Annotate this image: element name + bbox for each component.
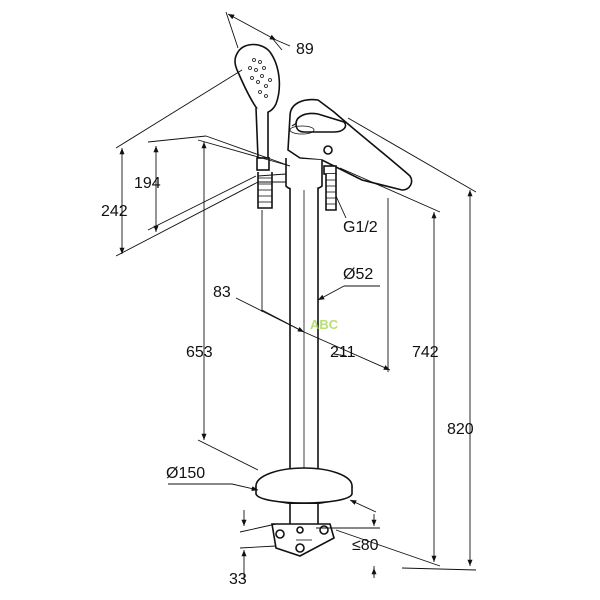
column: [289, 188, 319, 491]
dim-83-211: [235, 198, 391, 372]
dim-653: [197, 139, 291, 471]
hand-shower: [234, 43, 281, 209]
dim-820: [347, 117, 477, 571]
dim-89: [225, 11, 291, 51]
thread-label: G1/2: [343, 219, 378, 236]
shower-head-nozzles: [248, 58, 272, 98]
dim-52-label: Ø52: [343, 266, 373, 283]
dim-742-label: 742: [412, 344, 439, 361]
watermark: ABC: [310, 317, 339, 332]
dim-80: [316, 514, 380, 578]
dim-89-label: 89: [296, 41, 314, 58]
dim-83-label: 83: [213, 284, 231, 301]
mixer-body: [257, 98, 413, 211]
dim-242-label: 242: [101, 203, 128, 220]
dim-33-label: 33: [229, 571, 247, 588]
dim-33: [239, 510, 277, 580]
floor-base: [255, 467, 353, 557]
dim-diameter-52: [317, 285, 380, 301]
dim-820-label: 820: [447, 421, 474, 438]
dim-150-label: Ø150: [166, 465, 205, 482]
dim-211-label: 211: [330, 344, 356, 361]
dim-80-label: ≤80: [352, 537, 379, 554]
dim-742: [335, 167, 441, 567]
dim-653-label: 653: [186, 344, 213, 361]
dim-194-label: 194: [134, 175, 161, 192]
dim-diameter-150: [168, 483, 377, 513]
